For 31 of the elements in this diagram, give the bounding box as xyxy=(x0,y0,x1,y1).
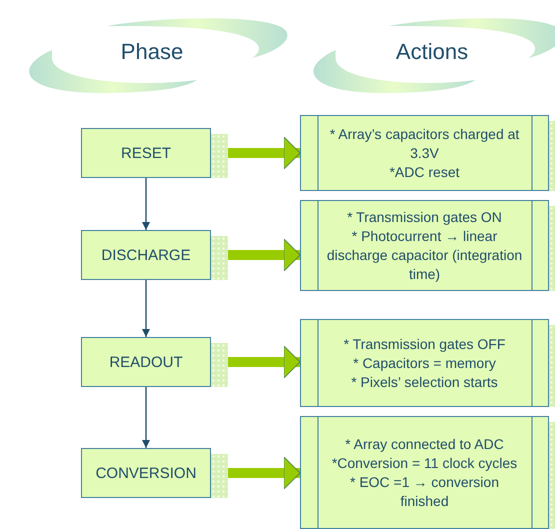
action-text: * Array’s capacitors charged at 3.3V xyxy=(328,124,520,162)
action-text: * Pixels’ selection starts xyxy=(351,372,498,392)
action-box xyxy=(300,200,549,291)
phase-label: RESET xyxy=(120,144,171,162)
arrow xyxy=(142,280,150,337)
action-text: * Capacitors = memory xyxy=(353,354,496,372)
phase-label: DISCHARGE xyxy=(101,246,191,264)
action-text: * EOC =1 → conversion finished xyxy=(348,472,500,510)
action-box xyxy=(300,416,549,529)
action-box xyxy=(300,319,549,407)
column-heading: Actions xyxy=(396,39,468,65)
action-box xyxy=(300,115,549,191)
column-heading: Phase xyxy=(120,39,184,65)
block-arrow xyxy=(228,456,300,490)
phase-box xyxy=(81,337,211,387)
arrow xyxy=(142,178,150,230)
phase-label: CONVERSION xyxy=(96,464,196,482)
action-text: *Conversion = 11 clock cycles xyxy=(332,454,518,472)
block-arrow xyxy=(228,346,300,378)
action-text: * Transmission gates ON xyxy=(347,208,502,226)
action-text: *ADC reset xyxy=(389,162,460,182)
phase-label: READOUT xyxy=(109,354,183,370)
arrow xyxy=(142,387,150,448)
phase-box xyxy=(81,128,211,178)
phase-box xyxy=(81,230,211,280)
action-text: * Photocurrent → linear discharge capacitor (integration time) xyxy=(326,226,524,284)
block-arrow xyxy=(228,136,300,170)
block-arrow xyxy=(228,238,300,272)
action-text: * Array connected to ADC xyxy=(345,434,504,454)
action-text: * Transmission gates OFF xyxy=(344,334,506,354)
phase-box xyxy=(81,448,211,498)
